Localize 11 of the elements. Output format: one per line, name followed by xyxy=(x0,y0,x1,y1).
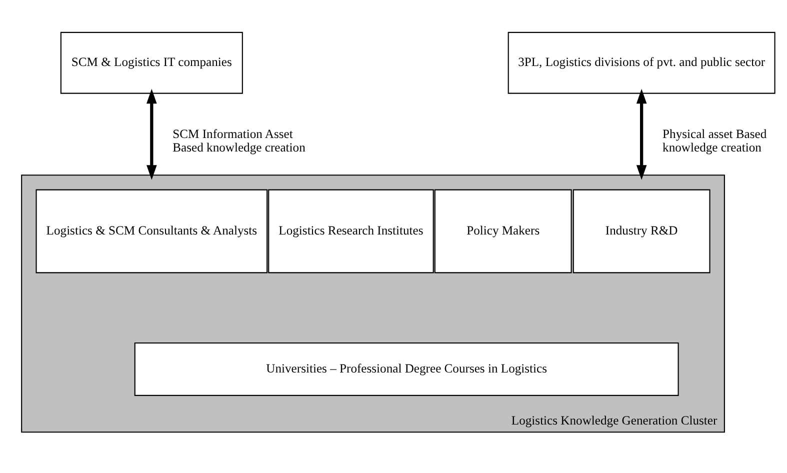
arrow xyxy=(636,88,646,180)
node-box: Policy Makers xyxy=(434,189,572,274)
edge-label: SCM Information Asset Based knowledge creation xyxy=(172,126,305,155)
arrow xyxy=(146,88,156,180)
node-box: Logistics & SCM Consultants & Analysts xyxy=(35,189,268,274)
node-box: SCM & Logistics IT companies xyxy=(60,32,242,94)
node-box: 3PL, Logistics divisions of pvt. and public sector xyxy=(507,32,775,94)
node-box: Universities – Professional Degree Courses in Logistics xyxy=(134,342,678,396)
node-box: Industry R&D xyxy=(572,189,710,274)
edge-label: Physical asset Based knowledge creation xyxy=(662,126,766,155)
node-box: Logistics Research Institutes xyxy=(268,189,434,274)
